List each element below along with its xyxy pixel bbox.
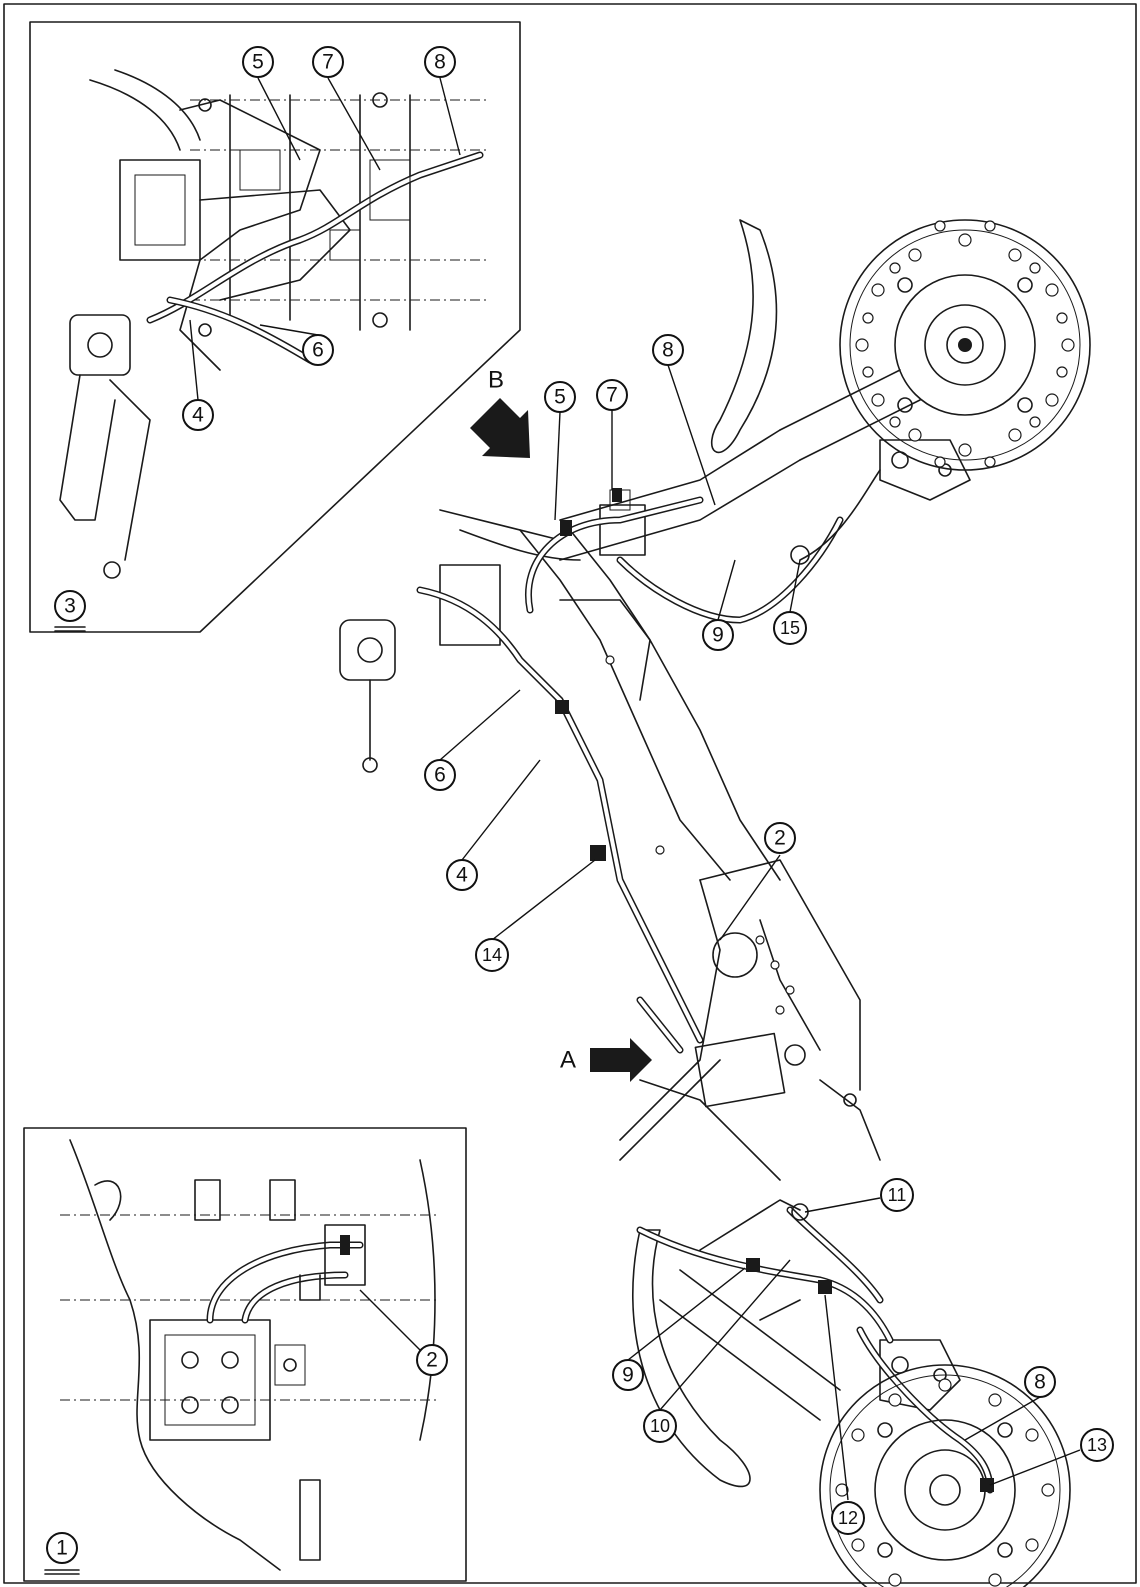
page-border: [3, 3, 1137, 1584]
callout-caliper-8: 8: [1024, 1366, 1056, 1398]
callout-main-5: 5: [544, 381, 576, 413]
view-arrow-b: B: [470, 367, 530, 458]
callout-inset3-7: 7: [312, 46, 344, 78]
callout-main-6: 6: [424, 759, 456, 791]
inset-1-frame: [23, 1127, 467, 1582]
svg-text:8: 8: [662, 339, 674, 362]
svg-text:4: 4: [456, 864, 468, 887]
svg-text:8: 8: [1034, 1371, 1046, 1394]
inset-1-abs-unit-detail: [23, 1127, 467, 1582]
view-label-a: A: [560, 1047, 576, 1074]
callout-inset3-3: 3: [54, 590, 86, 632]
caliper-detail-view: [632, 1199, 1071, 1587]
callout-inset3-5: 5: [242, 46, 274, 78]
callout-inset1-2: 2: [416, 1344, 448, 1376]
callout-main-15: 15: [773, 611, 807, 645]
steering-head: [712, 932, 758, 978]
callout-main-4: 4: [446, 859, 478, 891]
svg-text:1: 1: [56, 1537, 68, 1560]
svg-text:3: 3: [64, 595, 76, 618]
callout-main-7: 7: [596, 379, 628, 411]
callout-inset3-4: 4: [182, 399, 214, 431]
disc-holes-main: [855, 220, 1075, 468]
view-label-b: B: [488, 367, 504, 394]
callout-caliper-12: 12: [831, 1501, 865, 1535]
svg-text:9: 9: [622, 1364, 634, 1387]
svg-text:12: 12: [838, 1508, 858, 1528]
svg-text:9: 9: [712, 624, 724, 647]
svg-text:6: 6: [312, 339, 324, 362]
svg-text:15: 15: [780, 618, 800, 638]
callout-caliper-9: 9: [612, 1359, 644, 1391]
svg-text:10: 10: [650, 1416, 670, 1436]
callout-caliper-13: 13: [1080, 1428, 1114, 1462]
callout-main-14: 14: [475, 938, 509, 972]
inset-3-frame: [29, 21, 521, 633]
front-brake-disc: [839, 219, 1091, 471]
master-cylinder: [69, 314, 131, 376]
svg-text:6: 6: [434, 764, 446, 787]
callout-inset1-1: 1: [44, 1532, 80, 1575]
brake-caliper: [879, 1339, 961, 1411]
main-frame-view: [339, 219, 1091, 1181]
svg-text:2: 2: [774, 827, 786, 850]
callout-caliper-11: 11: [880, 1178, 914, 1212]
svg-text:7: 7: [606, 384, 618, 407]
abs-unit-main: [694, 1032, 786, 1108]
svg-text:2: 2: [426, 1349, 438, 1372]
svg-text:5: 5: [554, 386, 566, 409]
abs-hydraulic-unit: [149, 1319, 271, 1441]
svg-text:7: 7: [322, 51, 334, 74]
svg-text:14: 14: [482, 945, 502, 965]
view-arrow-a: A: [560, 1038, 652, 1082]
callout-caliper-10: 10: [643, 1409, 677, 1443]
callout-inset3-6: 6: [302, 334, 334, 366]
callout-leaders: [189, 77, 1081, 1501]
svg-text:5: 5: [252, 51, 264, 74]
svg-text:11: 11: [888, 1185, 907, 1205]
callout-main-8: 8: [652, 334, 684, 366]
front-brake-disc-detail: [819, 1364, 1071, 1587]
callout-inset3-8: 8: [424, 46, 456, 78]
callout-main-9: 9: [702, 619, 734, 651]
svg-text:13: 13: [1087, 1435, 1107, 1455]
svg-text:4: 4: [192, 404, 204, 427]
disc-holes-detail: [835, 1378, 1055, 1587]
svg-text:8: 8: [434, 51, 446, 74]
inset-3-handlebar-detail: [29, 21, 521, 633]
callout-main-2: 2: [764, 822, 796, 854]
